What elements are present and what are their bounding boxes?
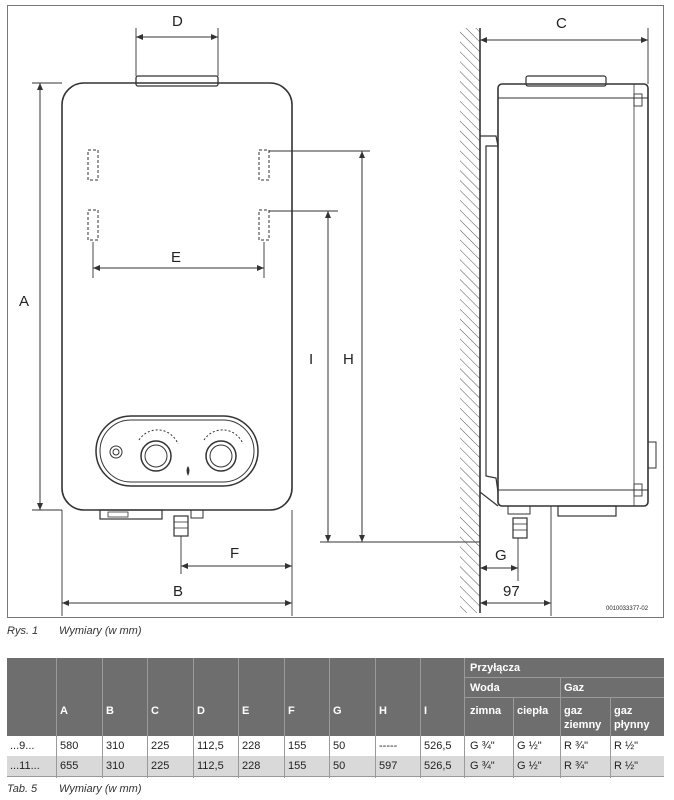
control-panel (95, 415, 259, 487)
col-header-D: D (197, 705, 205, 717)
dimension-drawing: D C A E I H F B G 97 0010033377-02 (7, 5, 664, 618)
cell-G: 50 (333, 760, 346, 772)
dim-label-B: B (173, 583, 183, 600)
cell-I: 526,5 (424, 760, 452, 772)
cell-lpg: R ½" (614, 760, 639, 772)
heater-body-side (497, 83, 649, 507)
header-group-connections: Przyłącza (470, 662, 521, 674)
table-row: ...11... 655 310 225 112,5 228 155 50 59… (7, 756, 664, 777)
cell-hot: G ½" (517, 740, 542, 752)
cell-cold: G ¾" (470, 740, 495, 752)
col-header-hot: ciepła (517, 705, 549, 717)
cell-C: 225 (151, 760, 170, 772)
cell-D: 112,5 (197, 760, 224, 772)
table-caption-text: Wymiary (w mm) (59, 783, 142, 795)
dim-label-97: 97 (503, 583, 520, 600)
mount-hole (87, 149, 99, 181)
gas-power-knob (205, 440, 237, 472)
gas-connection (173, 515, 189, 537)
side-view (460, 28, 657, 616)
table-row: ...9... 580 310 225 112,5 228 155 50 ---… (7, 736, 664, 756)
cell-B: 310 (106, 740, 125, 752)
table-caption-label: Tab. 5 (7, 783, 38, 795)
dim-label-G: G (495, 547, 507, 564)
col-header-cold: zimna (470, 705, 502, 717)
cell-A: 655 (60, 760, 79, 772)
cell-E: 228 (242, 740, 261, 752)
cell-model: ...11... (10, 760, 40, 772)
cell-B: 310 (106, 760, 125, 772)
figure-caption-label: Rys. 1 (7, 625, 39, 637)
col-header-B: B (106, 705, 114, 717)
cell-model: ...9... (10, 740, 35, 752)
drawing-code: 0010033377-02 (606, 606, 649, 612)
dimensions-table: Przyłącza Woda Gaz A B C D E F G H I zim… (7, 658, 664, 778)
header-water: Woda (470, 682, 500, 694)
col-header-lpg-2: płynny (614, 719, 650, 731)
col-header-E: E (242, 705, 250, 717)
col-header-A: A (60, 705, 68, 717)
col-header-G: G (333, 705, 342, 717)
header-gas: Gaz (564, 682, 585, 694)
dim-label-D: D (172, 13, 183, 30)
cell-F: 155 (288, 740, 307, 752)
mount-hole (87, 209, 99, 241)
cell-D: 112,5 (197, 740, 224, 752)
flame-icon (186, 466, 190, 476)
cell-natural-gas: R ¾" (564, 760, 589, 772)
flue-collar (135, 75, 219, 87)
cell-H: ----- (379, 740, 398, 752)
cell-hot: G ½" (517, 760, 542, 772)
mount-hole (258, 209, 270, 241)
cell-A: 580 (60, 740, 79, 752)
heater-body-front (61, 82, 293, 511)
cell-F: 155 (288, 760, 307, 772)
col-header-natural-gas-2: ziemny (564, 719, 602, 731)
col-header-H: H (379, 705, 387, 717)
cell-G: 50 (333, 740, 346, 752)
col-header-C: C (151, 705, 159, 717)
cell-lpg: R ½" (614, 740, 639, 752)
col-header-I: I (424, 705, 428, 717)
table-header: Przyłącza Woda Gaz A B C D E F G H I zim… (7, 658, 664, 736)
dim-label-I: I (309, 351, 313, 368)
front-view (32, 28, 480, 616)
dim-label-E: E (171, 249, 181, 266)
col-header-natural-gas-1: gaz (564, 705, 583, 717)
cell-C: 225 (151, 740, 170, 752)
cell-E: 228 (242, 760, 261, 772)
wall-hatch (460, 28, 480, 613)
dim-label-H: H (343, 351, 354, 368)
water-temp-knob (140, 440, 172, 472)
cell-cold: G ¾" (470, 760, 495, 772)
cell-I: 526,5 (424, 740, 452, 752)
dim-label-A: A (19, 293, 29, 310)
dim-label-C: C (556, 15, 567, 32)
dim-label-F: F (230, 545, 239, 562)
col-header-F: F (288, 705, 295, 717)
figure-caption-text: Wymiary (w mm) (59, 625, 142, 637)
mounting-bracket (480, 135, 499, 493)
power-indicator-icon (109, 445, 123, 459)
mount-hole (258, 149, 270, 181)
cell-natural-gas: R ¾" (564, 740, 589, 752)
col-header-lpg-1: gaz (614, 705, 633, 717)
cell-H: 597 (379, 760, 398, 772)
gas-connection-side (512, 517, 528, 539)
